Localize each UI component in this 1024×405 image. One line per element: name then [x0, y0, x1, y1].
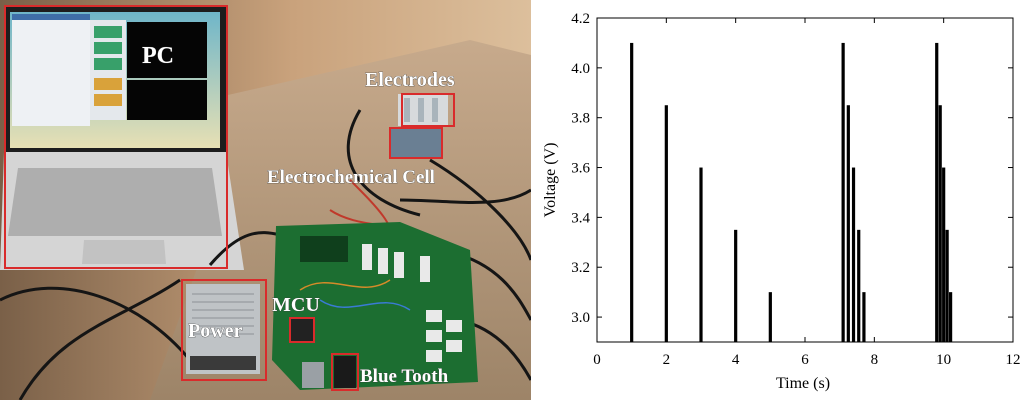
- bluetooth-callout-box: [331, 353, 359, 391]
- mcu-callout-box: [289, 317, 315, 343]
- chart-bar: [699, 167, 703, 342]
- setup-photo: PC Electrodes Electrochemical Cell MCU P…: [0, 0, 533, 401]
- y-tick-label: 4.2: [571, 11, 590, 27]
- chart-bar: [938, 105, 942, 342]
- pc-label: PC: [142, 43, 174, 69]
- y-tick-label: 3.6: [571, 161, 590, 177]
- x-tick-label: 0: [593, 352, 601, 368]
- cell-callout-box: [389, 127, 443, 159]
- pc-callout-box: [4, 5, 228, 269]
- y-tick-label: 3.4: [571, 210, 590, 226]
- bluetooth-label: Blue Tooth: [360, 366, 449, 387]
- x-tick-label: 12: [1006, 352, 1021, 368]
- mcu-label: MCU: [272, 294, 320, 316]
- x-axis-label: Time (s): [776, 375, 830, 392]
- electrodes-label: Electrodes: [365, 69, 455, 91]
- power-supply: [186, 284, 260, 374]
- power-callout-box: [181, 279, 267, 381]
- y-tick-label: 3.0: [571, 310, 590, 326]
- x-tick-label: 2: [663, 352, 671, 368]
- chart-bar: [734, 229, 738, 342]
- x-tick-label: 10: [936, 352, 951, 368]
- x-tick-label: 4: [732, 352, 740, 368]
- chart-bar: [630, 42, 634, 343]
- chart-bars: [630, 42, 953, 343]
- chart-bar: [768, 292, 772, 342]
- chart-axes: 0 2 4 6 8 10 12 3.0 3.2 3.4 3.6 3.8 4.0 4.2: [571, 11, 1020, 368]
- electrochemical-cell-label: Electrochemical Cell: [267, 167, 435, 188]
- chart-bar: [851, 167, 856, 342]
- y-tick-label: 3.2: [571, 260, 590, 276]
- electrochemical-cell-device: [390, 94, 448, 158]
- y-tick-label: 3.8: [571, 111, 590, 127]
- x-tick-label: 8: [871, 352, 879, 368]
- x-tick-label: 6: [801, 352, 809, 368]
- chart-bar: [942, 167, 946, 342]
- chart-bar: [935, 42, 939, 343]
- chart-bar: [664, 105, 668, 342]
- laptop: [0, 6, 244, 270]
- y-tick-label: 4.0: [571, 61, 590, 77]
- circuit-board: [272, 222, 478, 390]
- y-axis-label: Voltage (V): [542, 143, 559, 218]
- setup-photo-graphic: PC Electrodes Electrochemical Cell MCU P…: [0, 0, 533, 401]
- chart-bar: [846, 105, 850, 342]
- electrodes-callout-box: [401, 93, 455, 127]
- power-label: Power: [188, 320, 243, 342]
- chart-bar: [862, 292, 866, 342]
- chart-bar: [949, 292, 953, 342]
- chart-bar: [841, 42, 845, 343]
- chart-bar: [945, 229, 949, 342]
- chart-bar: [857, 229, 861, 342]
